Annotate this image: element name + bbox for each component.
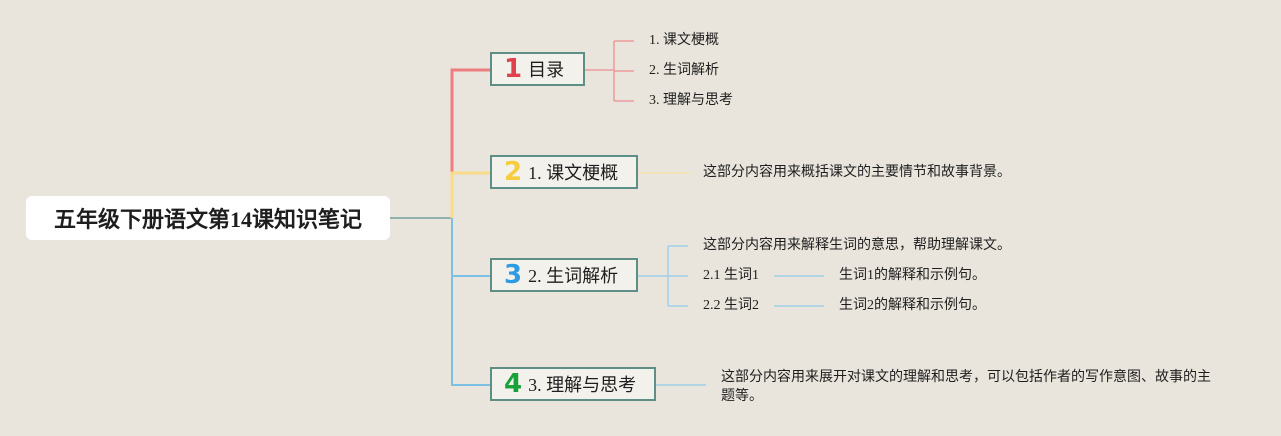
number-3-icon: 3 (504, 260, 523, 290)
vocabulary-note[interactable]: 这部分内容用来解释生词的意思，帮助理解课文。 (703, 238, 1011, 253)
toc-item-2[interactable]: 2. 生词解析 (649, 63, 719, 78)
branch-1-connector (450, 68, 491, 218)
vocabulary-word-1-detail[interactable]: 生词1的解释和示例句。 (839, 268, 986, 283)
number-1-icon: 1 (504, 54, 523, 84)
topic-label: 目录 (528, 60, 565, 80)
reflection-note[interactable]: 这部分内容用来展开对课文的理解和思考，可以包括作者的写作意图、故事的主题等。 (721, 370, 1211, 404)
vocabulary-word-2[interactable]: 2.2 生词2 (703, 298, 759, 313)
vocabulary-word-1[interactable]: 2.1 生词1 (703, 268, 759, 283)
number-2-icon: 2 (504, 157, 523, 187)
branch-4-connector (451, 218, 491, 386)
toc-item-3[interactable]: 3. 理解与思考 (649, 93, 733, 108)
root-title: 五年级下册语文第14课知识笔记 (53, 207, 362, 232)
topic-vocabulary[interactable]: 3 2. 生词解析 (490, 258, 638, 292)
topic-toc[interactable]: 1 目录 (490, 52, 585, 86)
topic-label: 3. 理解与思考 (528, 375, 637, 395)
topic-summary[interactable]: 2 1. 课文梗概 (490, 155, 638, 189)
topic-label: 1. 课文梗概 (528, 163, 619, 183)
branch-3-connector (451, 218, 491, 277)
topic-reflection[interactable]: 4 3. 理解与思考 (490, 367, 656, 401)
number-4-icon: 4 (504, 369, 523, 399)
topic-label: 2. 生词解析 (528, 266, 619, 286)
b3-detail-connectors (774, 275, 824, 307)
branch-2-connector (450, 171, 491, 218)
summary-note[interactable]: 这部分内容用来概括课文的主要情节和故事背景。 (703, 165, 1011, 180)
b3-children-connector (637, 245, 688, 307)
b1-children-connector (584, 40, 634, 102)
vocabulary-word-2-detail[interactable]: 生词2的解释和示例句。 (839, 298, 986, 313)
toc-item-1[interactable]: 1. 课文梗概 (649, 33, 719, 48)
root-topic[interactable]: 五年级下册语文第14课知识笔记 (26, 196, 390, 240)
